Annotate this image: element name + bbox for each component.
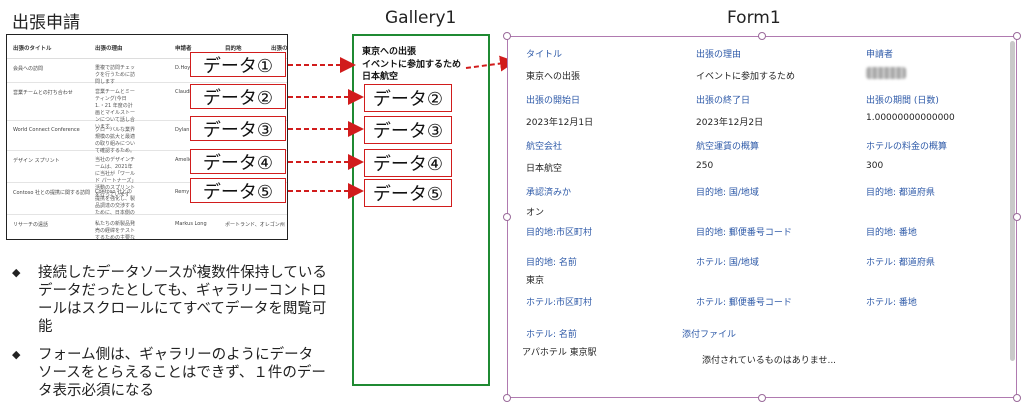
field-label: ホテルの料金の概算 [866, 142, 948, 152]
gallery-data-box-5: データ⑤ [364, 179, 452, 207]
diamond-bullet-icon: ◆ [12, 266, 21, 279]
column-header[interactable]: 目的地 [225, 46, 242, 52]
table-row[interactable]: World Connect Conference グローバルな業界規模の拡大と最… [7, 121, 287, 154]
field-label: 承認済みか [526, 188, 572, 198]
field-label: 申請者 [866, 50, 894, 60]
field-label: 目的地: 郵便番号コード [696, 228, 792, 238]
table-heading: 出張申請 [12, 13, 80, 33]
resize-handle-bottom-right[interactable] [1013, 394, 1021, 402]
cell-person: Markus Long [175, 221, 207, 227]
cell-title: 会員への訪問 [13, 66, 44, 72]
resize-handle-top-right[interactable] [1013, 32, 1021, 40]
cell-title: リサーチの遠話 [13, 222, 49, 228]
field-label: ホテル: 番地 [866, 298, 917, 308]
form-scrollbar[interactable] [1010, 41, 1015, 361]
cell-person: Remy Micc [175, 189, 202, 195]
resize-handle-middle-left[interactable] [503, 213, 511, 221]
gallery-item-reason[interactable]: イベントに参加するため [362, 60, 462, 70]
field-label: 出張の理由 [696, 50, 742, 60]
field-value[interactable]: 2023年12月1日 [526, 118, 594, 128]
field-label: 出張の期間 (日数) [866, 96, 939, 106]
cell-reason: グローバルな業界規模の拡大と最適の取り組みについて確認するため。 [95, 127, 136, 154]
resize-handle-top-center[interactable] [758, 32, 766, 40]
data-table: 出張のタイトル 出張の理由 申請者 目的地 出張の 会員への訪問 重複で訪問チェ… [6, 34, 288, 240]
cell-reason: Contoso 社との提携を強化し、製品調達の交渉するために、日本側の [95, 189, 136, 216]
field-label: 添付ファイル [682, 330, 737, 340]
field-value[interactable]: 東京への出張 [526, 72, 581, 82]
table-row[interactable]: デザイン スプリント 当社のデザインチームは、2021年に当社が「ワールド パー… [7, 151, 287, 198]
column-header[interactable]: 出張の [271, 46, 288, 52]
field-value[interactable]: 東京 [526, 276, 545, 286]
field-value[interactable]: 300 [866, 161, 884, 171]
field-label: 目的地:市区町村 [526, 228, 593, 238]
table-data-box-2: データ② [190, 84, 286, 109]
table-row[interactable]: 営業チームとの打ち合わせ 営業チームとミーティング(今日1.・21 年度の計画と… [7, 83, 287, 130]
field-value[interactable]: 日本航空 [526, 164, 563, 174]
column-header[interactable]: 出張のタイトル [13, 46, 52, 52]
note-1: ◆ 接続したデータソースが複数件保持しているデータだったとしても、ギャラリーコン… [12, 265, 327, 335]
attachments-value[interactable]: 添付されているものはありませ... [702, 356, 837, 366]
field-value[interactable]: オン [526, 208, 545, 218]
field-label: 目的地: 名前 [526, 258, 577, 268]
field-label: 航空運賃の概算 [696, 142, 760, 152]
field-label: ホテル: 国/地域 [696, 258, 759, 268]
resize-handle-bottom-center[interactable] [758, 394, 766, 402]
table-row[interactable]: リサーチの遠話 私たちの新製品発売の経緯をテストするための主要な研究セッション … [7, 215, 287, 240]
field-value[interactable]: 2023年12月2日 [696, 118, 764, 128]
gallery-item-title[interactable]: 東京への出張 [362, 47, 417, 57]
gallery-item-airline[interactable]: 日本航空 [362, 72, 399, 82]
table-data-box-1: データ① [190, 52, 286, 77]
cell-title: Contoso 社との提携に関する訪問 [13, 190, 90, 196]
field-value[interactable]: 250 [696, 161, 714, 171]
diamond-bullet-icon: ◆ [12, 348, 21, 361]
gallery-data-box-2: データ② [364, 84, 452, 112]
field-label: 目的地: 番地 [866, 228, 917, 238]
field-label: 出張の開始日 [526, 96, 581, 106]
field-label: ホテル: 都道府県 [866, 258, 935, 268]
field-label: タイトル [526, 50, 563, 60]
cell-reason: 私たちの新製品発売の経緯をテストするための主要な研究セッション [95, 221, 136, 240]
cell-person: Amelie Gr [175, 157, 200, 163]
table-data-box-5: データ⑤ [190, 178, 286, 203]
cell-destination: ポートランド、オレゴン州 [225, 222, 285, 228]
table-data-box-4: データ④ [190, 149, 286, 174]
resize-handle-bottom-left[interactable] [503, 394, 511, 402]
field-label: ホテル:市区町村 [526, 298, 593, 308]
cell-title: デザイン スプリント [13, 158, 60, 164]
field-label: 目的地: 国/地域 [696, 188, 759, 198]
form-control[interactable]: タイトル 東京への出張 出張の理由 イベントに参加するため 申請者 出張の開始日… [507, 36, 1017, 398]
field-label: 航空会社 [526, 142, 563, 152]
gallery-heading: Gallery1 [385, 8, 457, 28]
table-header: 出張のタイトル 出張の理由 申請者 目的地 出張の [7, 35, 287, 59]
cell-reason: 営業チームとミーティング(今日1.・21 年度の計画とマイルストーンについて話し… [95, 89, 136, 130]
cell-reason: 重複で訪問チェックを行うために訪問します [95, 65, 136, 85]
column-header[interactable]: 申請者 [175, 46, 192, 52]
field-label: 出張の終了日 [696, 96, 751, 106]
arrow-gallery-to-form [465, 55, 516, 72]
cell-title: World Connect Conference [13, 127, 80, 133]
resize-handle-top-left[interactable] [503, 32, 511, 40]
table-row[interactable]: 会員への訪問 重複で訪問チェックを行うために訪問します D.Hoyos [7, 59, 287, 85]
resize-handle-middle-right[interactable] [1013, 213, 1021, 221]
field-value[interactable]: イベントに参加するため [696, 72, 796, 82]
cell-person: Dylan Wil [175, 127, 199, 133]
cell-reason: 当社のデザインチームは、2021年に当社が「ワールド パートナーズ」活動のスプリ… [95, 157, 136, 198]
field-label: ホテル: 名前 [526, 330, 577, 340]
note-2: ◆ フォーム側は、ギャラリーのようにデータ ソースをとらえることはできず、１件の… [12, 347, 326, 399]
applicant-blurred-value [866, 67, 906, 79]
cell-person: Claudio Feu [175, 89, 204, 95]
field-value[interactable]: 1.00000000000000 [866, 113, 955, 123]
form-heading: Form1 [727, 8, 781, 28]
field-value[interactable]: アパホテル 東京駅 [522, 348, 597, 358]
gallery-data-box-3: データ③ [364, 116, 452, 144]
table-data-box-3: データ③ [190, 116, 286, 141]
cell-title: 営業チームとの打ち合わせ [13, 90, 73, 96]
table-row[interactable]: Contoso 社との提携に関する訪問 Contoso 社との提携を強化し、製品… [7, 183, 287, 216]
field-label: ホテル: 郵便番号コード [696, 298, 792, 308]
column-header[interactable]: 出張の理由 [95, 46, 123, 52]
cell-person: D.Hoyos [175, 65, 196, 71]
gallery-data-box-4: データ④ [364, 149, 452, 177]
field-label: 目的地: 都道府県 [866, 188, 935, 198]
